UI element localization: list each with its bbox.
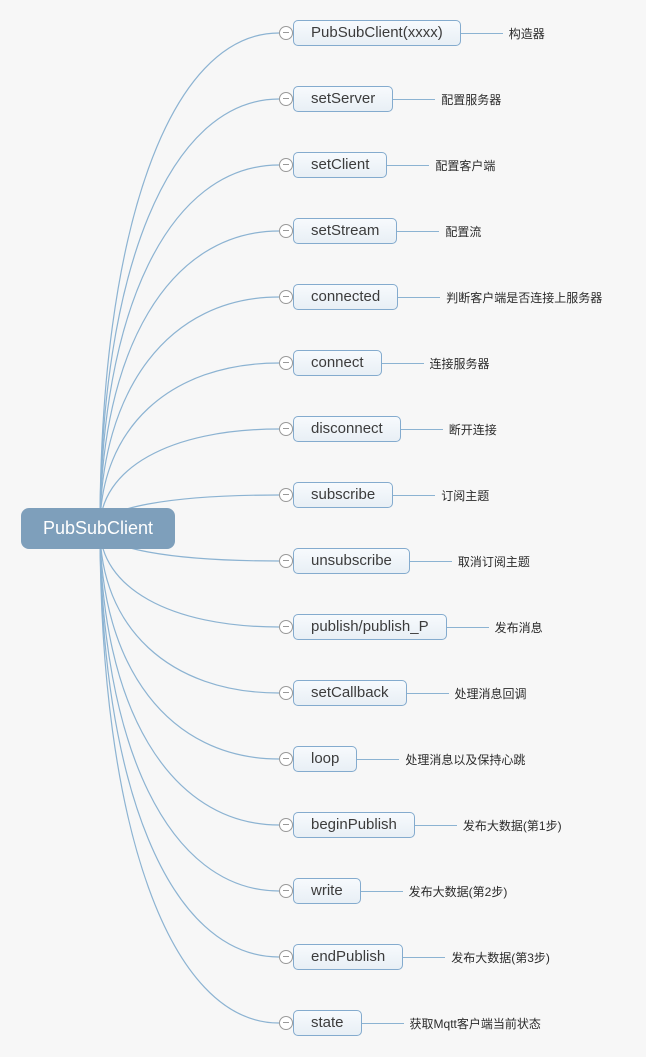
branch-row: endPublish 发布大数据(第3步)	[279, 944, 550, 970]
branch-node[interactable]: publish/publish_P	[293, 614, 447, 640]
branch-row: PubSubClient(xxxx) 构造器	[279, 20, 545, 46]
branch-note[interactable]: 配置服务器	[441, 92, 502, 107]
note-connector-line	[381, 362, 424, 364]
branch-row: publish/publish_P 发布消息	[279, 614, 543, 640]
collapse-icon[interactable]	[279, 356, 293, 370]
branch-row: unsubscribe 取消订阅主题	[279, 548, 530, 574]
branch-node[interactable]: state	[293, 1010, 362, 1036]
branch-note[interactable]: 发布大数据(第2步)	[408, 884, 508, 899]
branch-row: write 发布大数据(第2步)	[279, 878, 507, 904]
branch-note[interactable]: 断开连接	[448, 422, 497, 437]
branch-note[interactable]: 判断客户端是否连接上服务器	[446, 290, 603, 305]
note-connector-line	[446, 626, 489, 628]
branch-node[interactable]: connected	[293, 284, 399, 310]
note-connector-line	[406, 692, 449, 694]
note-connector-line	[393, 494, 436, 496]
branch-node[interactable]: beginPublish	[293, 812, 415, 838]
branch-note[interactable]: 发布消息	[494, 620, 543, 635]
collapse-icon[interactable]	[279, 158, 293, 172]
branch-row: loop 处理消息以及保持心跳	[279, 746, 525, 772]
branch-node[interactable]: setCallback	[293, 680, 407, 706]
collapse-icon[interactable]	[279, 752, 293, 766]
note-connector-line	[460, 32, 503, 34]
branch-note[interactable]: 构造器	[508, 26, 545, 41]
branch-row: setCallback 处理消息回调	[279, 680, 527, 706]
branch-row: setClient 配置客户端	[279, 152, 495, 178]
note-connector-line	[357, 758, 400, 760]
note-connector-line	[403, 956, 446, 958]
collapse-icon[interactable]	[279, 554, 293, 568]
collapse-icon[interactable]	[279, 422, 293, 436]
note-connector-line	[360, 890, 403, 892]
branch-row: disconnect 断开连接	[279, 416, 497, 442]
collapse-icon[interactable]	[279, 26, 293, 40]
branch-row: setStream 配置流	[279, 218, 481, 244]
collapse-icon[interactable]	[279, 290, 293, 304]
branch-node[interactable]: subscribe	[293, 482, 394, 508]
note-connector-line	[414, 824, 457, 826]
collapse-icon[interactable]	[279, 818, 293, 832]
branch-node[interactable]: setClient	[293, 152, 388, 178]
branch-row: beginPublish 发布大数据(第1步)	[279, 812, 562, 838]
branch-row: connect 连接服务器	[279, 350, 490, 376]
branch-note[interactable]: 发布大数据(第3步)	[451, 950, 550, 965]
branch-note[interactable]: 配置客户端	[435, 158, 496, 173]
branch-note[interactable]: 获取Mqtt客户端当前状态	[409, 1016, 541, 1031]
branch-node[interactable]: setStream	[293, 218, 398, 244]
note-connector-line	[397, 230, 440, 232]
branch-note[interactable]: 配置流	[445, 224, 482, 239]
note-connector-line	[400, 428, 443, 430]
branch-row: connected 判断客户端是否连接上服务器	[279, 284, 602, 310]
branch-note[interactable]: 连接服务器	[429, 356, 490, 371]
collapse-icon[interactable]	[279, 686, 293, 700]
collapse-icon[interactable]	[279, 950, 293, 964]
collapse-icon[interactable]	[279, 1016, 293, 1030]
branch-node[interactable]: write	[293, 878, 361, 904]
branch-node[interactable]: unsubscribe	[293, 548, 410, 574]
branch-note[interactable]: 处理消息回调	[454, 686, 527, 701]
branch-node[interactable]: connect	[293, 350, 382, 376]
collapse-icon[interactable]	[279, 224, 293, 238]
note-connector-line	[387, 164, 430, 166]
note-connector-line	[393, 98, 436, 100]
branch-node[interactable]: endPublish	[293, 944, 404, 970]
note-connector-line	[398, 296, 441, 298]
collapse-icon[interactable]	[279, 92, 293, 106]
branch-note[interactable]: 订阅主题	[441, 488, 490, 503]
branch-node[interactable]: PubSubClient(xxxx)	[293, 20, 461, 46]
branch-note[interactable]: 取消订阅主题	[457, 554, 530, 569]
branch-note[interactable]: 处理消息以及保持心跳	[405, 752, 526, 767]
collapse-icon[interactable]	[279, 488, 293, 502]
branch-node[interactable]: loop	[293, 746, 358, 772]
branch-row: subscribe 订阅主题	[279, 482, 489, 508]
collapse-icon[interactable]	[279, 620, 293, 634]
root-node[interactable]: PubSubClient	[21, 508, 175, 549]
branch-node[interactable]: setServer	[293, 86, 394, 112]
note-connector-line	[409, 560, 452, 562]
branch-row: state 获取Mqtt客户端当前状态	[279, 1010, 541, 1036]
note-connector-line	[361, 1022, 404, 1024]
collapse-icon[interactable]	[279, 884, 293, 898]
branch-note[interactable]: 发布大数据(第1步)	[462, 818, 562, 833]
branch-node[interactable]: disconnect	[293, 416, 401, 442]
branch-row: setServer 配置服务器	[279, 86, 501, 112]
